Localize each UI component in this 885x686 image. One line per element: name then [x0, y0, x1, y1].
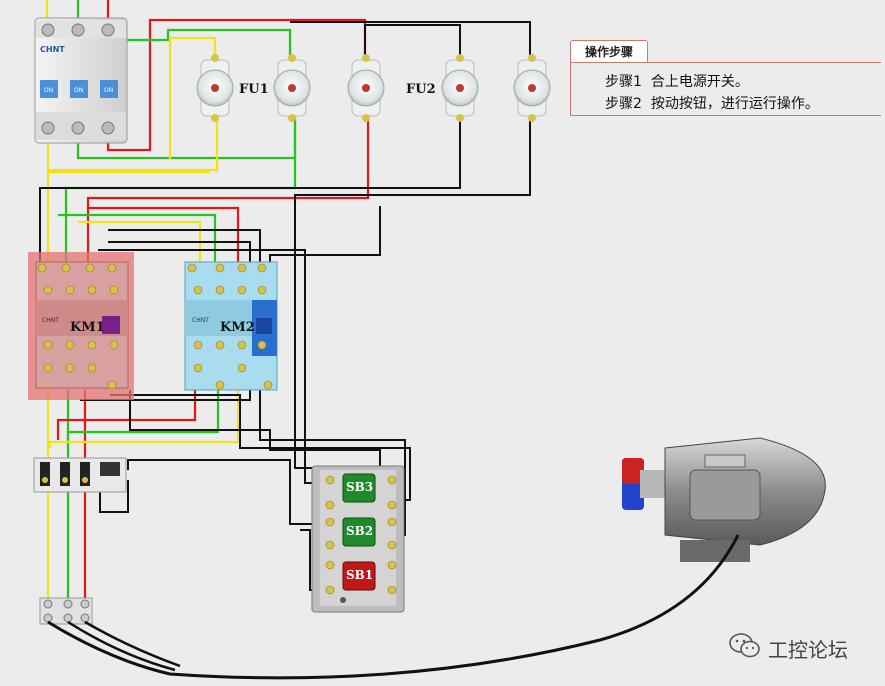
step-1: 步骤1 合上电源开关。 — [605, 71, 749, 91]
control-wires — [39, 21, 531, 591]
circuit-breaker: CHNT ON ON ON — [34, 17, 128, 144]
motor-cable-2 — [67, 620, 176, 672]
sb3-label: SB3 — [346, 480, 374, 494]
motor-cable — [47, 534, 740, 680]
breaker-on-1: ON — [44, 87, 53, 94]
instruction-panel: 操作步骤 步骤1 合上电源开关。 步骤2 按动按钮，进行运行操作。 — [570, 40, 882, 116]
fuse-row — [196, 54, 551, 122]
km1-label: KM1 — [70, 320, 105, 335]
km1-brand: CHNT — [42, 317, 59, 324]
fuse-2 — [273, 54, 311, 122]
step-2: 步骤2 按动按钮，进行运行操作。 — [605, 93, 819, 113]
fuse-4 — [441, 54, 479, 122]
fuse-3 — [347, 54, 385, 122]
sb1-label: SB1 — [346, 568, 374, 582]
thermal-relay — [33, 457, 127, 493]
sb3-button[interactable] — [342, 473, 376, 503]
sb1-button[interactable] — [342, 561, 376, 591]
step-2-text: 按动按钮，进行运行操作。 — [650, 96, 819, 112]
step-1-num: 步骤1 — [605, 74, 642, 90]
step-2-num: 步骤2 — [605, 96, 642, 112]
wechat-icon — [729, 633, 760, 658]
button-box — [311, 465, 405, 613]
contactor-km1: CHNT — [28, 252, 134, 400]
breaker-on-2: ON — [74, 87, 83, 94]
fu2-label: FU2 — [406, 82, 436, 97]
fuse-5 — [513, 54, 551, 122]
fu1-label: FU1 — [239, 82, 269, 97]
motor-cable-3 — [84, 620, 181, 668]
breaker-on-3: ON — [104, 87, 113, 94]
sb2-button[interactable] — [342, 517, 376, 547]
motor — [622, 437, 826, 562]
km2-brand: CHNT — [192, 317, 209, 324]
sb2-label: SB2 — [346, 524, 374, 538]
km2-label: KM2 — [220, 320, 255, 335]
fuse-1 — [196, 54, 234, 122]
instruction-tab[interactable]: 操作步骤 — [570, 40, 648, 63]
watermark-text: 工控论坛 — [768, 638, 848, 662]
contactor-km2: CHNT — [184, 261, 278, 391]
terminal-block — [39, 597, 93, 625]
breaker-brand: CHNT — [40, 45, 65, 54]
instruction-body: 步骤1 合上电源开关。 步骤2 按动按钮，进行运行操作。 — [570, 62, 881, 116]
step-1-text: 合上电源开关。 — [650, 74, 749, 90]
